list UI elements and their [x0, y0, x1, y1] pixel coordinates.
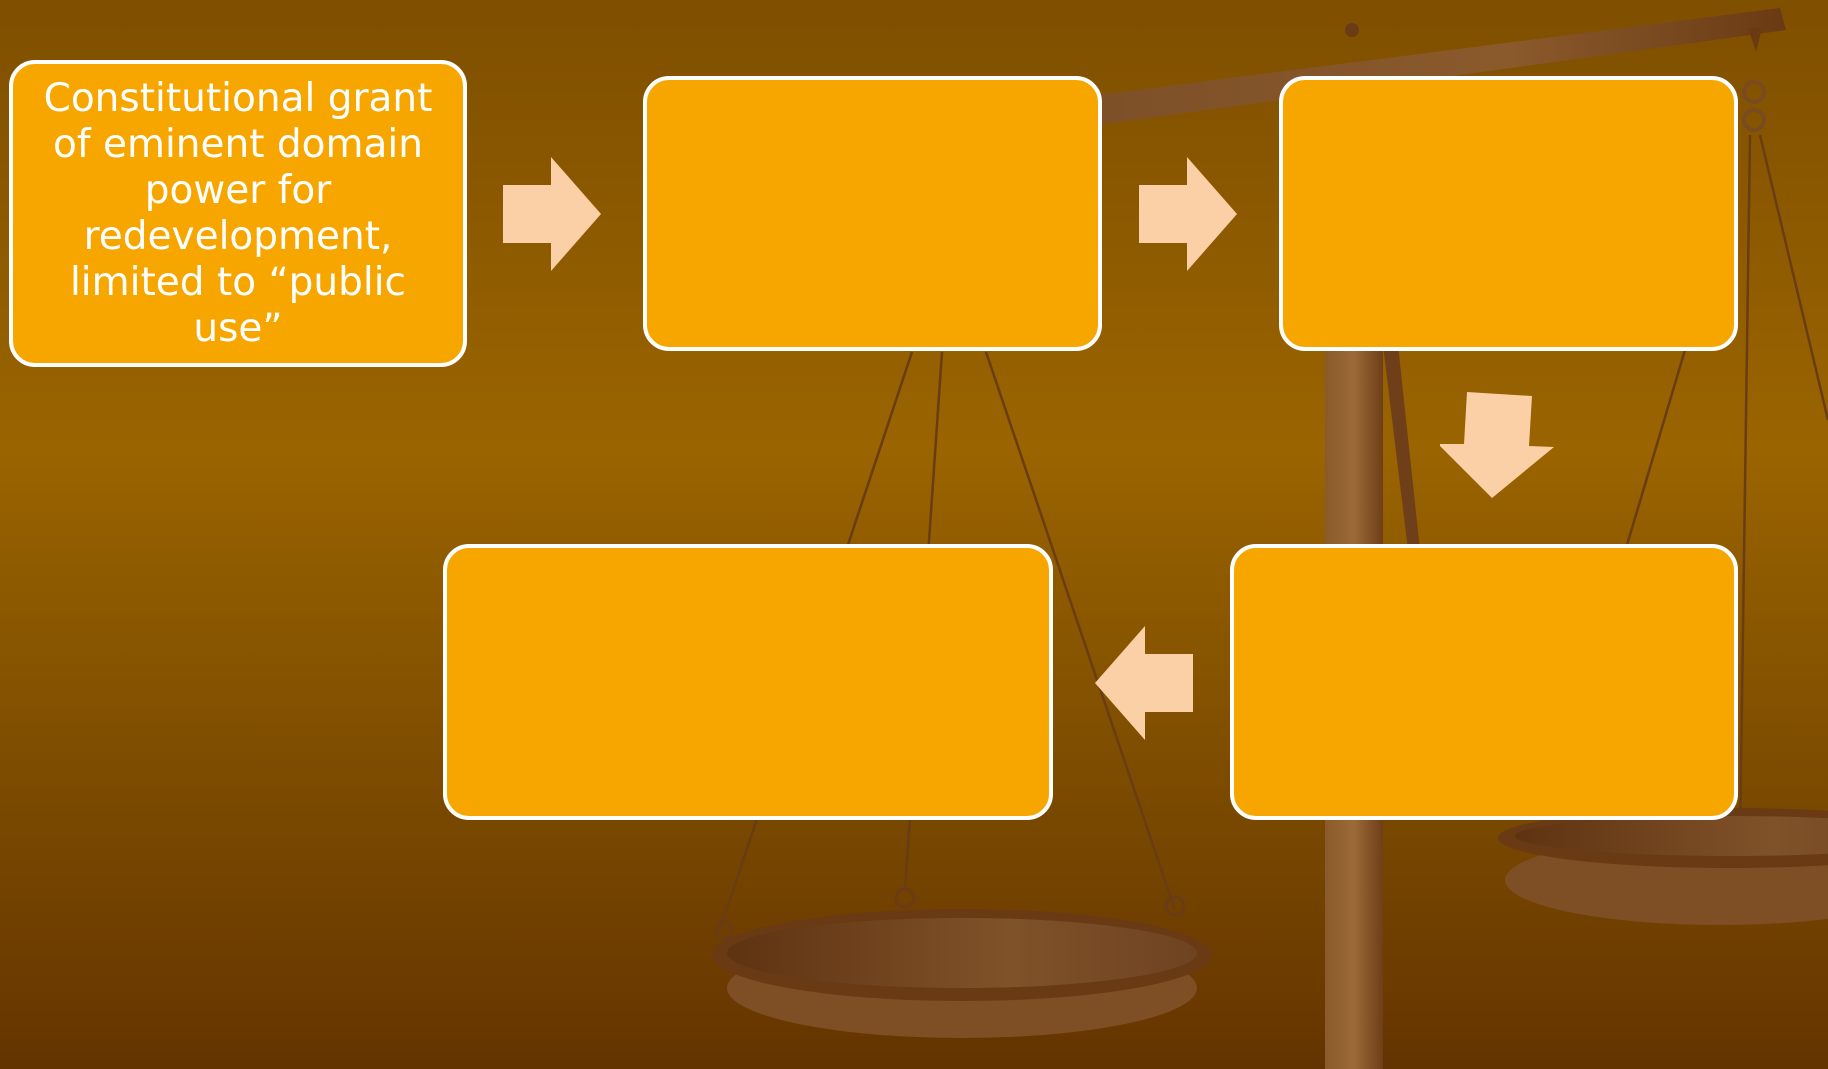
down-arrow-icon	[1440, 392, 1554, 498]
right-hook	[1748, 28, 1762, 52]
pillar-brace	[1383, 345, 1420, 550]
flow-step-1-label: Constitutional grant of eminent domain p…	[43, 75, 433, 351]
flow-step-4	[1230, 544, 1738, 820]
flow-step-1: Constitutional grant of eminent domain p…	[9, 60, 467, 367]
scale-beam	[1098, 8, 1786, 125]
right-arrow-icon	[503, 157, 601, 271]
right-arrow-icon	[1139, 157, 1237, 271]
flow-step-2	[643, 76, 1102, 351]
left-arrow-icon	[1095, 626, 1193, 740]
beam-pivot	[1345, 23, 1359, 37]
flow-step-5	[443, 544, 1053, 820]
flow-step-3	[1279, 76, 1738, 351]
